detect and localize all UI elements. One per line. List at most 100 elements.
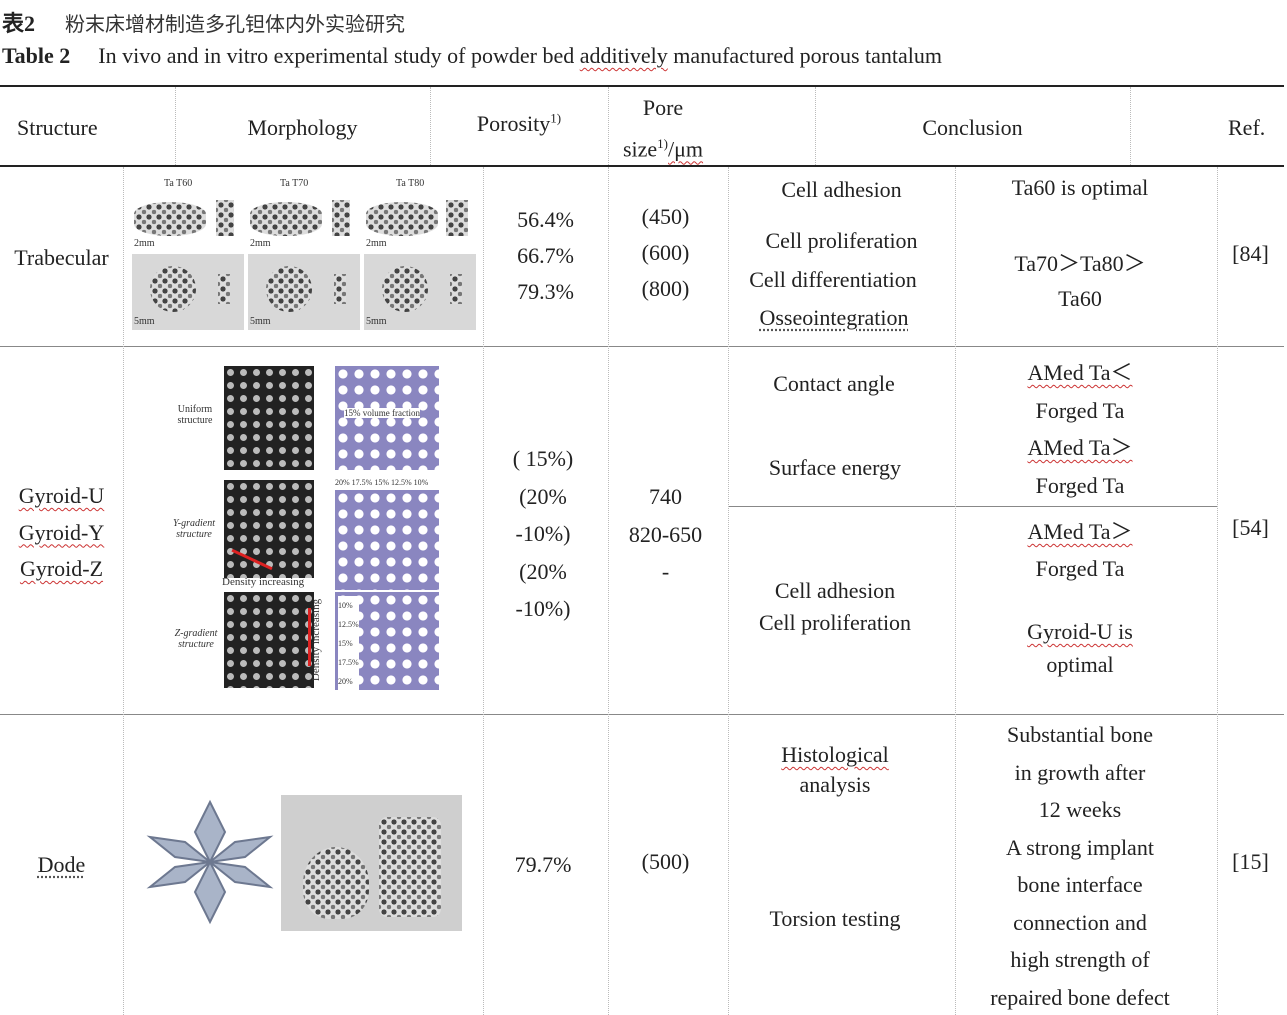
conclusion-item: Forged Ta	[1035, 556, 1125, 581]
porosity-gyroid: ( 15%) (20% -10%) (20% -10%)	[483, 440, 603, 628]
ref-link[interactable]: [84]	[1232, 241, 1269, 266]
caption-cn: 表2 粉末床增材制造多孔钽体内外实验研究	[2, 6, 405, 38]
scale-label: 5mm	[250, 316, 271, 327]
test-item: analysis	[799, 772, 871, 797]
divider	[728, 167, 729, 1015]
porosity-value: -10%)	[515, 521, 571, 546]
conclusion-item: AMed Ta＞	[1027, 519, 1133, 544]
image-label: 10%	[338, 601, 353, 610]
porosity-value: (20%	[519, 558, 567, 584]
test-text: Osseointegration	[759, 305, 909, 330]
header-porosity: Porosity1)	[430, 106, 608, 141]
test-item: Cell differentiation	[749, 267, 917, 292]
pore-value: (800)	[641, 276, 690, 301]
test-item: Contact angle	[773, 371, 895, 396]
image-label: Z-gradient structure	[174, 628, 218, 650]
image-label: Ta T60	[164, 178, 193, 189]
porosity-value: -10%)	[515, 596, 571, 621]
test-item: Surface energy	[768, 455, 902, 480]
header-ref: Ref.	[1228, 115, 1266, 140]
disk-sample	[250, 202, 322, 236]
cylinder-sample	[332, 200, 350, 236]
rule-row1	[0, 346, 1284, 347]
conclusion-item: AMed Ta＜	[1027, 360, 1133, 385]
structure-name: Gyroid-U	[18, 483, 105, 508]
scale-label: 5mm	[366, 316, 387, 327]
conclusion-item: Ta60	[1058, 286, 1102, 311]
top-view-photo	[248, 254, 360, 330]
image-label: 20%	[338, 677, 353, 686]
dode-unit-cell-image	[140, 792, 280, 932]
divider	[123, 167, 124, 1015]
divider	[955, 167, 956, 1015]
rule-header	[0, 165, 1284, 167]
structure-name: Dode	[37, 852, 86, 877]
conclusion-item: high strength of	[1010, 947, 1150, 972]
caption-en-title-a: In vivo and in vitro experimental study …	[98, 43, 580, 68]
footnote-mark: 1)	[657, 136, 668, 151]
header-porosity-text: Porosity	[476, 111, 551, 136]
test-item: Torsion testing	[769, 906, 901, 931]
conclusion-item: 12 weeks	[1038, 797, 1122, 822]
structure-dode: Dode	[0, 847, 123, 882]
rule-row2	[0, 714, 1284, 715]
conclusion-item: Gyroid-U is	[1027, 619, 1133, 644]
test-item: Cell adhesion	[774, 578, 896, 603]
scale-label: 2mm	[366, 238, 387, 249]
divider	[483, 167, 484, 1015]
image-label: Uniform structure	[177, 404, 213, 426]
structure-trabecular: Trabecular	[14, 245, 109, 270]
disk-sample	[366, 202, 438, 236]
rule-subrow	[728, 506, 1217, 507]
test-item: Cell proliferation	[765, 228, 918, 253]
top-view-photo	[364, 254, 476, 330]
image-label: Ta T80	[396, 178, 425, 189]
pore-value: (600)	[641, 240, 690, 265]
rule-top	[0, 85, 1284, 87]
ref-link[interactable]: [54]	[1232, 515, 1269, 540]
pore-value: -	[661, 559, 670, 584]
scale-label: 2mm	[250, 238, 271, 249]
trabecular-morphology-image: Ta T60 Ta T70 Ta T80 2mm 2mm 2mm 5mm 5mm…	[130, 174, 478, 334]
header-size-text: size	[622, 136, 658, 162]
uniform-cross-section	[335, 366, 439, 470]
arrow-icon	[308, 608, 311, 666]
porosity-dode: 79.7%	[514, 852, 572, 877]
conclusion-item: Substantial bone	[1006, 722, 1154, 747]
dode-sample-photo	[281, 795, 462, 931]
test-item: Histological	[781, 742, 889, 767]
test-item: Cell adhesion	[781, 177, 902, 202]
caption-cn-title: 粉末床增材制造多孔钽体内外实验研究	[65, 12, 406, 36]
structure-name: Gyroid-Z	[19, 556, 104, 581]
porosity-value: 66.7%	[517, 243, 574, 268]
test-item: Cell proliferation	[758, 610, 912, 635]
image-label: Y-gradient structure	[172, 518, 216, 540]
header-conclusion: Conclusion	[922, 115, 1023, 140]
conclusion-item: Ta70＞Ta80＞	[1014, 251, 1146, 276]
ref-link[interactable]: [15]	[1232, 849, 1269, 874]
porosity-value: (20%	[519, 483, 567, 509]
conclusion-item: A strong implant	[1006, 834, 1154, 860]
divider	[608, 87, 609, 165]
divider	[430, 87, 431, 165]
pore-value: (450)	[641, 204, 690, 229]
pore-value: 820-650	[628, 521, 703, 547]
caption-cn-label: 表2	[2, 11, 36, 36]
conclusion-item: Ta60 is optimal	[1011, 175, 1149, 200]
header-unit: /μm	[668, 136, 704, 162]
caption-en-title-c: manufactured porous tantalum	[667, 43, 943, 68]
porosity-value: ( 15%)	[512, 446, 574, 471]
pore-trabecular: (450) (600) (800)	[608, 199, 723, 307]
porosity-value: 79.3%	[517, 279, 574, 304]
caption-en-title-b: additively	[579, 43, 668, 68]
z-gradient-sample-photo	[224, 592, 314, 688]
image-label: 15% volume fraction	[344, 408, 420, 418]
footnote-mark: 1)	[550, 110, 562, 126]
conclusion-item: connection and	[1013, 909, 1147, 935]
test-item: Osseointegration	[728, 300, 940, 335]
divider	[815, 87, 816, 165]
